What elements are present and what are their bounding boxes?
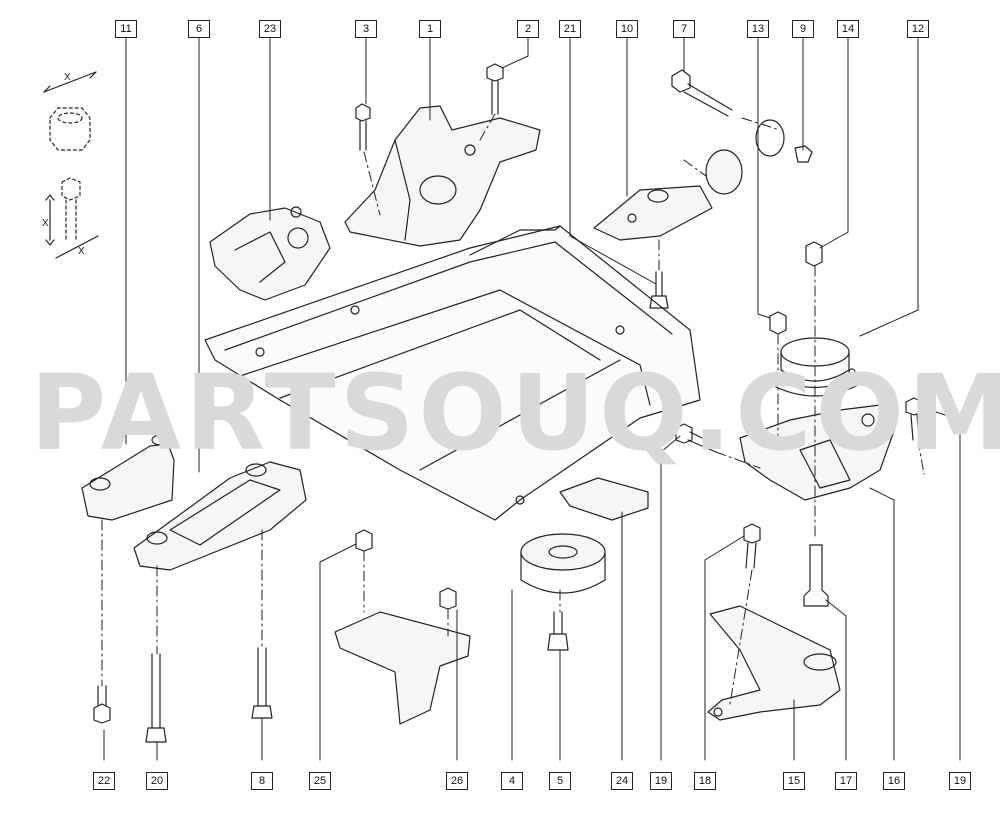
part-10-bracket: [593, 185, 713, 241]
part-13-nut: [769, 311, 787, 335]
part-11-torque-rod: [81, 434, 175, 521]
dashed-alignment-lines: [101, 113, 925, 705]
part-14-nut: [805, 241, 823, 267]
part-19-bolt-left: [675, 423, 719, 453]
bolt-dim-label-length: X: [42, 218, 49, 229]
part-3-bolt: [355, 103, 371, 151]
callout-17: 17: [835, 772, 857, 790]
callout-5: 5: [549, 772, 571, 790]
part-6-mount-plate: [133, 461, 307, 571]
callout-1: 1: [419, 20, 441, 38]
part-25-26-bracket: [334, 529, 471, 725]
callout-16: 16: [883, 772, 905, 790]
callout-11: 11: [115, 20, 137, 38]
part-15-lower-bracket: [707, 605, 841, 721]
part-1-engine-mount: [344, 105, 541, 247]
nut-dim-label: X: [64, 72, 71, 83]
callout-6: 6: [188, 20, 210, 38]
callout-24: 24: [611, 772, 633, 790]
callout-7: 7: [673, 20, 695, 38]
callout-9: 9: [792, 20, 814, 38]
callout-23: 23: [259, 20, 281, 38]
front-subframe: [204, 225, 701, 521]
callout-21: 21: [559, 20, 581, 38]
callout-15: 15: [783, 772, 805, 790]
part-19-bolt-right: [905, 397, 923, 441]
part-9-nut-bushing: [705, 119, 813, 195]
part-7-long-bolt: [671, 69, 733, 117]
callout-19-left: 19: [650, 772, 672, 790]
callout-22: 22: [93, 772, 115, 790]
callout-12: 12: [907, 20, 929, 38]
callout-13: 13: [747, 20, 769, 38]
part-4-round-mount: [520, 533, 606, 594]
callout-26: 26: [446, 772, 468, 790]
leader-lines: [103, 35, 961, 761]
callout-2: 2: [517, 20, 539, 38]
part-16-mount-bracket: [739, 404, 896, 501]
bolt-dimension-symbol: X X: [42, 177, 99, 259]
callout-19-right: 19: [949, 772, 971, 790]
callout-10: 10: [616, 20, 638, 38]
nut-dimension-symbol: X: [43, 71, 97, 151]
callout-14: 14: [837, 20, 859, 38]
part-5-bolt: [547, 611, 569, 651]
part-24-clip: [559, 477, 649, 521]
callout-4: 4: [501, 772, 523, 790]
bolt-dim-label-thread: X: [78, 246, 85, 257]
part-8-long-bolt: [251, 647, 273, 719]
callout-20: 20: [146, 772, 168, 790]
callout-3: 3: [355, 20, 377, 38]
callout-18: 18: [694, 772, 716, 790]
part-2-bolt: [486, 63, 504, 115]
part-23-mounting-bracket: [209, 206, 331, 301]
part-18-bolt: [743, 523, 761, 569]
part-17-stud: [803, 544, 829, 607]
callout-25: 25: [309, 772, 331, 790]
callout-8: 8: [251, 772, 273, 790]
part-20-long-bolt: [145, 653, 167, 743]
part-22-bolt: [93, 685, 111, 724]
